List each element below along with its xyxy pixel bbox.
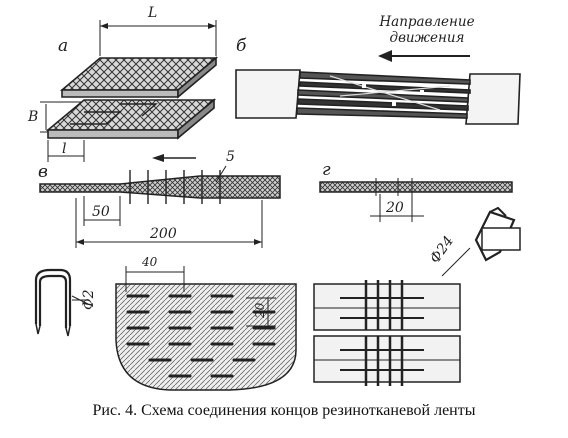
dimension-phi2: Ф2 [81, 289, 97, 310]
panel-label-a: а [58, 36, 69, 56]
dimension-l: l [62, 141, 67, 157]
stapled-joint [313, 280, 461, 386]
perforated-plate [115, 266, 297, 391]
dimension-20-plate: 20 [253, 302, 267, 318]
dimension-L: L [148, 5, 158, 21]
dimension-20-joint: 20 [386, 200, 404, 216]
panel-v-tapered-joint [39, 154, 281, 248]
u-staple [34, 268, 89, 337]
direction-of-motion-label: Направление движения [372, 14, 482, 46]
dimension-B: B [28, 109, 39, 125]
direction-label-line1: Направление [379, 14, 475, 30]
panel-b-belt-joint [235, 50, 521, 125]
panel-label-v: в [38, 162, 48, 182]
dimension-200: 200 [150, 226, 177, 242]
panel-label-b: б [236, 36, 247, 56]
panel-g-flat-joint [319, 178, 521, 277]
dimension-40: 40 [142, 255, 158, 269]
dimension-50: 50 [92, 204, 110, 220]
direction-label-line2: движения [389, 30, 465, 46]
panel-label-g: г [322, 160, 331, 180]
dimension-5: 5 [226, 149, 235, 165]
panel-a-stepped-belt-ends [40, 20, 219, 162]
figure-caption: Рис. 4. Схема соединения концов резинотк… [92, 402, 476, 419]
